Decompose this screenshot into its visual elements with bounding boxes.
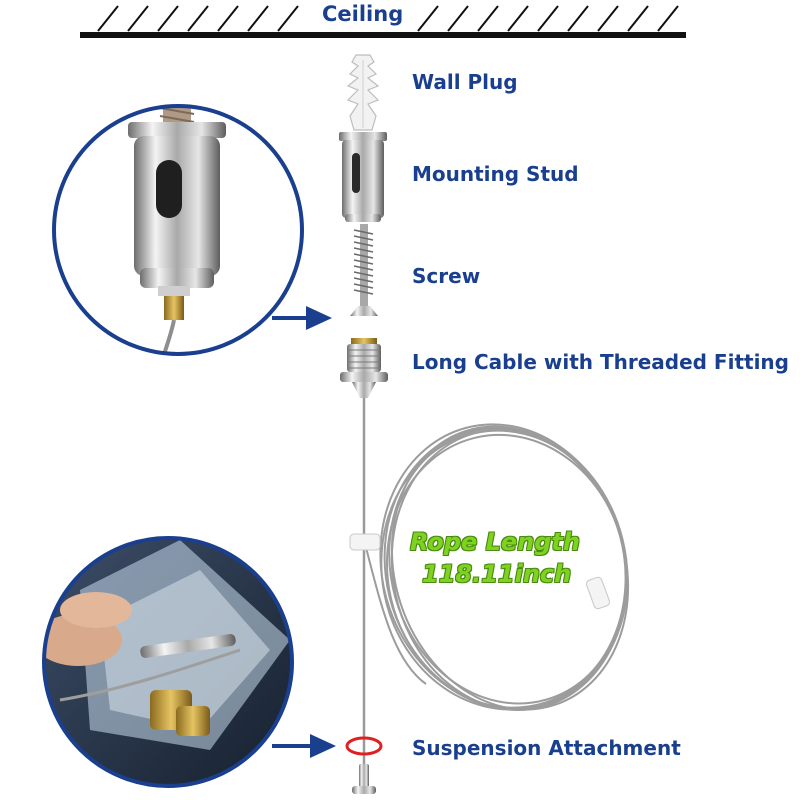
attachment-zoom-arrow: [272, 734, 336, 758]
rope-length-title: Rope Length: [410, 528, 580, 556]
mounting-stud-image: [339, 132, 387, 222]
screw-image: [350, 224, 378, 316]
screw-label: Screw: [412, 264, 481, 288]
stud-zoom-circle: [52, 104, 304, 356]
red-highlight-ring: [345, 736, 383, 756]
wall-plug-label: Wall Plug: [412, 70, 518, 94]
wall-plug-image: [346, 54, 380, 131]
ceiling-hatching: [97, 5, 679, 32]
attachment-zoom-circle: [42, 536, 294, 788]
suspension-attachment-image: [345, 736, 383, 794]
threaded-fitting-image: [340, 338, 388, 398]
ceiling-label: Ceiling: [318, 1, 408, 27]
rope-length-value: 118.11inch: [422, 560, 572, 588]
cable-coil-image: [363, 423, 630, 712]
stud-zoom-arrow: [272, 306, 332, 330]
cable-ties: [349, 533, 611, 610]
ceiling-line: [80, 32, 686, 38]
ceiling: [80, 5, 686, 38]
long-cable-label: Long Cable with Threaded Fitting: [412, 350, 789, 374]
mounting-stud-label: Mounting Stud: [412, 162, 579, 186]
suspension-attachment-label: Suspension Attachment: [412, 736, 681, 760]
